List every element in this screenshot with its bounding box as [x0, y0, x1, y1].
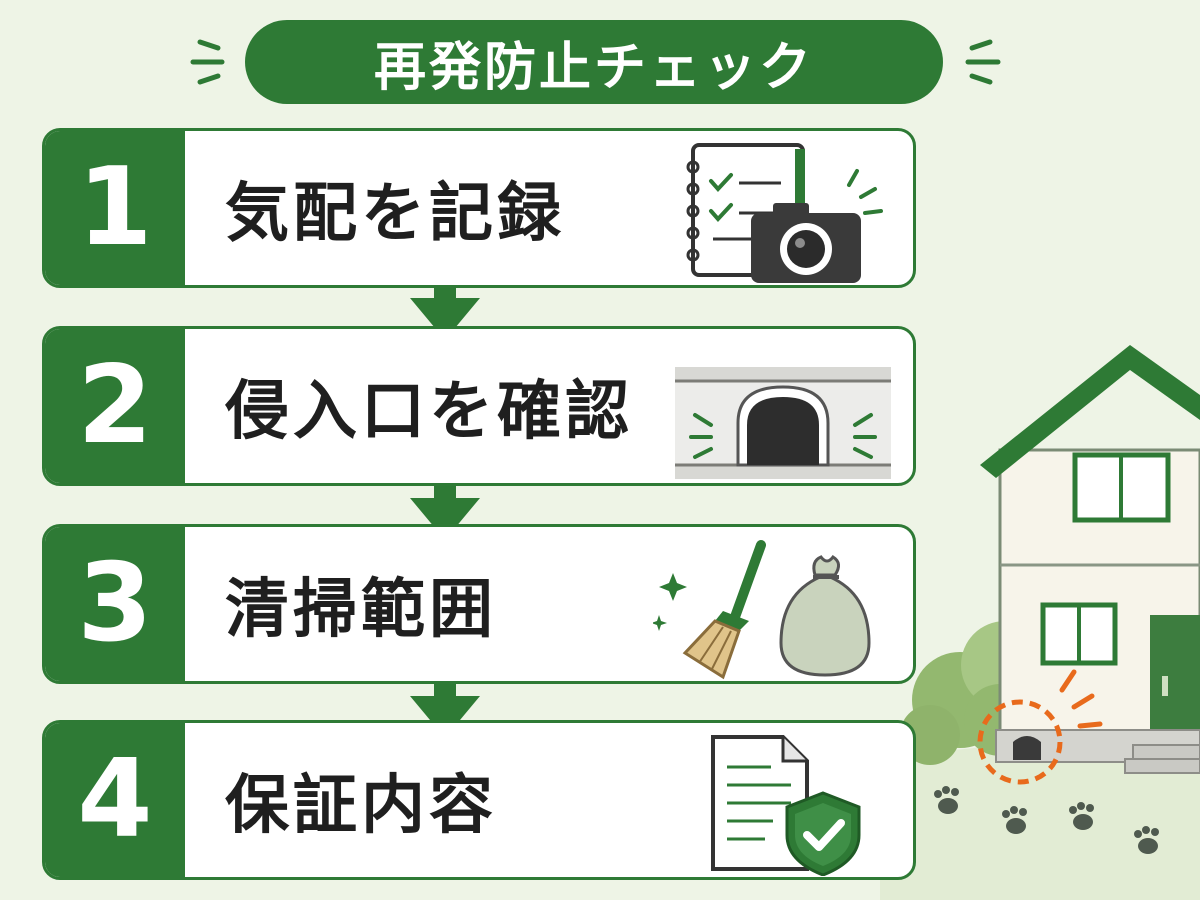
step-number-badge: 2 [45, 329, 185, 483]
step-label: 侵入口を確認 [225, 375, 633, 449]
step-number: 4 [77, 737, 153, 862]
step-number: 2 [77, 343, 153, 468]
house-illustration [980, 345, 1200, 774]
alert-circle [977, 699, 1063, 785]
step-card-1: 1 気配を記録 [42, 128, 916, 288]
ground-lawn [880, 739, 1200, 900]
alert-burst-icon [1059, 669, 1103, 729]
notebook-camera-icon [686, 143, 883, 283]
step-label: 保証内容 [225, 769, 497, 843]
foundation-hole-icon [675, 367, 891, 479]
page-title: 再発防止チェック [373, 37, 814, 98]
step-number: 3 [77, 541, 153, 666]
step-number: 1 [77, 145, 153, 270]
step-card-2: 2 侵入口を確認 [42, 326, 916, 486]
step-label: 気配を記録 [225, 177, 565, 251]
foundation-hole [1013, 736, 1041, 760]
step-label: 清掃範囲 [225, 573, 497, 647]
broom-trash-bag-icon [653, 540, 871, 680]
step-number-badge: 3 [45, 527, 185, 681]
step-number-badge: 1 [45, 131, 185, 285]
step-card-3: 3 清掃範囲 [42, 524, 916, 684]
step-number-badge: 4 [45, 723, 185, 877]
paw-prints-icon [934, 786, 1159, 854]
document-shield-icon [711, 735, 861, 876]
title-emphasis-icon [190, 39, 1001, 85]
title-banner: 再発防止チェック [245, 20, 943, 104]
step-card-4: 4 保証内容 [42, 720, 916, 880]
